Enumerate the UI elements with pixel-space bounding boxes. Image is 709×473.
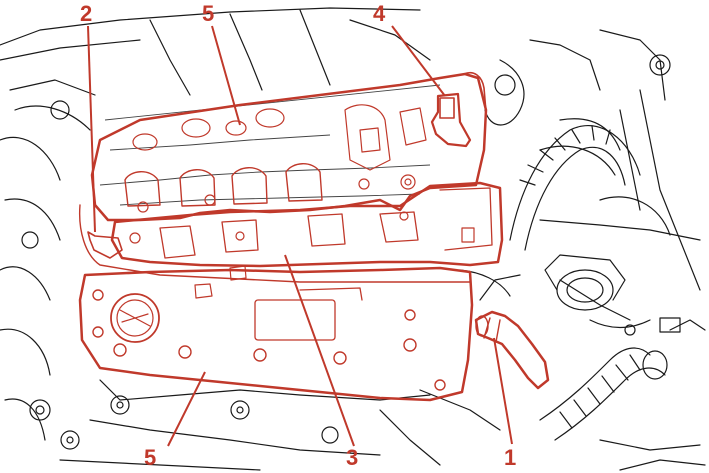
leader-lines [87,25,513,447]
center-cover-section [110,181,504,268]
cover-detail-linework [99,84,441,206]
gasket-seal [78,204,471,283]
leader-line-3 [284,254,355,447]
callout-3: 3 [346,445,359,470]
leader-line-2 [87,25,96,233]
breather-hose [474,310,550,390]
leader-line-5-bottom [167,371,206,447]
leader-line-1 [493,337,513,445]
callout-5-top: 5 [202,1,215,26]
leader-line-5-top [211,25,241,126]
callout-4: 4 [373,1,386,26]
engine-background-linework [0,7,706,471]
upper-cylinder-head-cover [90,72,488,222]
cover-fastener-bracket [430,72,487,148]
lower-cylinder-head-cover [78,265,474,402]
highlighted-parts [78,72,550,402]
callout-2: 2 [80,1,93,26]
callout-5-bottom: 5 [144,445,157,470]
callout-1: 1 [504,445,517,470]
leader-line-4 [391,25,446,97]
